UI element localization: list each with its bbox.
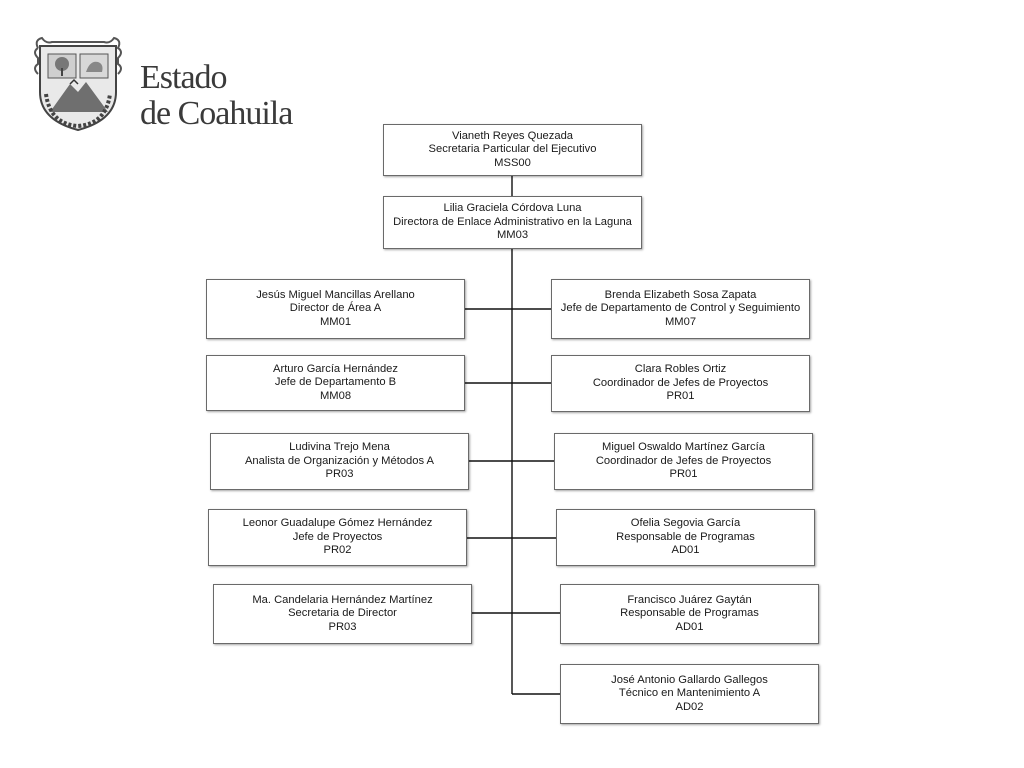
node-title: Directora de Enlace Administrativo en la…: [393, 215, 632, 228]
node-title: Jefe de Departamento B: [274, 376, 397, 389]
node-title: Secretaria de Director: [288, 607, 397, 620]
node-name: Jesús Miguel Mancillas Arellano: [256, 288, 415, 301]
org-node-tecnico-mantenimiento: José Antonio Gallardo Gallegos Técnico e…: [560, 664, 819, 724]
org-node-director-area-a: Jesús Miguel Mancillas Arellano Director…: [206, 279, 465, 339]
node-code: PR01: [669, 468, 698, 481]
node-title: Responsable de Programas: [616, 530, 755, 543]
org-node-responsable-programas-2: Francisco Juárez Gaytán Responsable de P…: [560, 584, 819, 644]
node-code: PR03: [325, 468, 354, 481]
node-code: AD01: [675, 620, 704, 633]
node-name: Ludivina Trejo Mena: [289, 441, 390, 454]
brand-line-1: Estado: [140, 59, 228, 96]
node-code: MM01: [319, 315, 352, 328]
org-node-directora-enlace: Lilia Graciela Córdova Luna Directora de…: [383, 196, 642, 249]
brand-title: Estado de Coahuila: [140, 60, 310, 132]
node-title: Coordinador de Jefes de Proyectos: [592, 376, 769, 389]
node-name: Vianeth Reyes Quezada: [451, 129, 574, 142]
org-node-jefe-proyectos: Leonor Guadalupe Gómez Hernández Jefe de…: [208, 509, 467, 566]
coat-of-arms-icon: [30, 34, 126, 134]
node-title: Jefe de Departamento de Control y Seguim…: [560, 302, 801, 315]
org-node-coordinador-2: Miguel Oswaldo Martínez García Coordinad…: [554, 433, 813, 490]
node-name: Leonor Guadalupe Gómez Hernández: [242, 517, 433, 530]
node-title: Director de Área A: [289, 302, 382, 315]
node-title: Técnico en Mantenimiento A: [618, 687, 761, 700]
node-code: AD01: [671, 544, 700, 557]
node-name: Francisco Juárez Gaytán: [627, 593, 752, 606]
org-node-secretaria-director: Ma. Candelaria Hernández Martínez Secret…: [213, 584, 472, 644]
node-name: Ofelia Segovia García: [630, 517, 741, 530]
node-title: Coordinador de Jefes de Proyectos: [595, 454, 772, 467]
node-code: PR01: [666, 390, 695, 403]
org-node-jefe-departamento-b: Arturo García Hernández Jefe de Departam…: [206, 355, 465, 411]
node-name: Brenda Elizabeth Sosa Zapata: [604, 288, 757, 301]
node-code: PR03: [328, 620, 357, 633]
node-name: Ma. Candelaria Hernández Martínez: [252, 593, 433, 606]
brand-line-2: de Coahuila: [140, 95, 293, 132]
org-node-responsable-programas-1: Ofelia Segovia García Responsable de Pro…: [556, 509, 815, 566]
node-title: Analista de Organización y Métodos A: [244, 454, 435, 467]
org-node-coordinador-1: Clara Robles Ortiz Coordinador de Jefes …: [551, 355, 810, 412]
node-name: Arturo García Hernández: [273, 362, 398, 375]
node-code: MM08: [319, 389, 352, 402]
org-node-analista: Ludivina Trejo Mena Analista de Organiza…: [210, 433, 469, 490]
node-title: Secretaria Particular del Ejecutivo: [428, 143, 597, 156]
org-node-secretaria-particular: Vianeth Reyes Quezada Secretaria Particu…: [383, 124, 642, 176]
node-code: MM07: [664, 315, 697, 328]
node-code: MM03: [496, 229, 529, 242]
node-name: Miguel Oswaldo Martínez García: [602, 441, 765, 454]
node-code: MSS00: [494, 156, 531, 169]
node-name: Clara Robles Ortiz: [634, 363, 727, 376]
node-name: José Antonio Gallardo Gallegos: [611, 673, 768, 686]
node-title: Responsable de Programas: [620, 607, 759, 620]
node-name: Lilia Graciela Córdova Luna: [443, 202, 582, 215]
org-node-jefe-control-seguimiento: Brenda Elizabeth Sosa Zapata Jefe de Dep…: [551, 279, 810, 339]
node-code: AD02: [675, 700, 704, 713]
node-title: Jefe de Proyectos: [292, 530, 383, 543]
node-code: PR02: [323, 544, 352, 557]
